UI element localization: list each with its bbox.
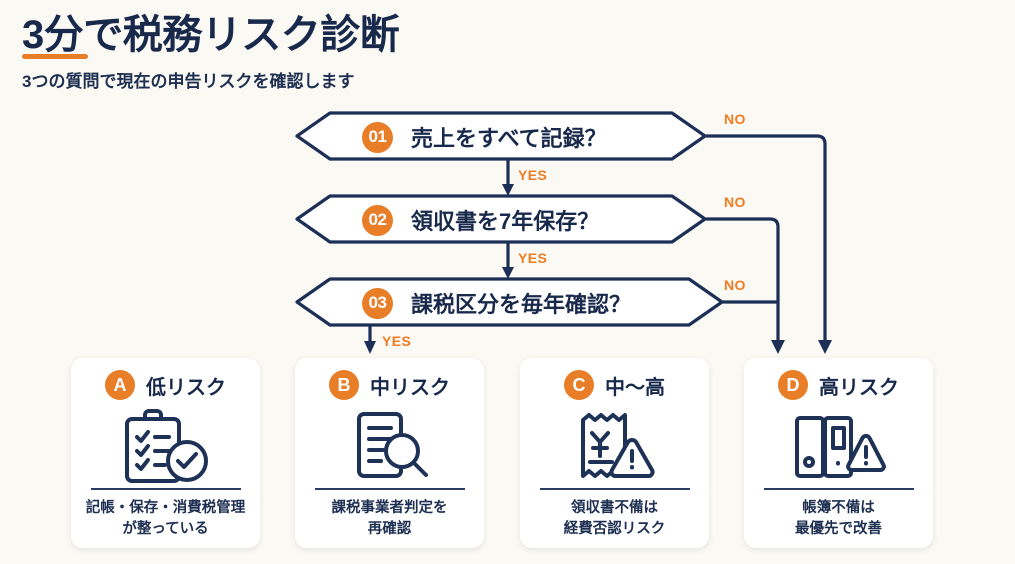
document-search-icon <box>344 406 436 484</box>
card-c-badge: C <box>564 370 594 400</box>
yes-connector-2 <box>502 243 514 279</box>
question-number-3: 03 <box>362 287 393 319</box>
card-c-divider <box>539 488 690 490</box>
card-b-divider <box>314 488 465 490</box>
question-hexagon-2 <box>295 194 707 244</box>
card-a-head: A 低リスク <box>105 370 226 400</box>
card-b-title: 中リスク <box>370 376 450 399</box>
card-a-description: 記帳・保存・消費税管理 が整っている <box>85 500 246 538</box>
question-hexagon-3 <box>295 277 724 327</box>
card-c-title: 中〜高 <box>605 376 665 399</box>
card-a-divider <box>90 488 241 490</box>
card-d-badge: D <box>778 370 808 400</box>
card-a-badge: A <box>105 370 135 400</box>
question-text-2: 領収書を7年保存？ <box>411 209 600 234</box>
card-d-description: 帳簿不備は 最優先で改善 <box>795 500 882 538</box>
question-text-1: 売上をすべて記録？ <box>411 126 607 151</box>
card-d-divider <box>763 488 914 490</box>
result-card-d[interactable]: D 高リスク 帳簿不備は 最優先で改善 <box>744 358 933 548</box>
title-underline-rule <box>22 54 88 59</box>
card-c-head: C 中〜高 <box>564 370 665 400</box>
page-subtitle: 3つの質問で現在の申告リスクを確認します <box>22 72 355 91</box>
card-c-description: 領収書不備は 経費否認リスク <box>563 500 666 538</box>
clipboard-check-icon <box>120 406 212 484</box>
question-text-3: 課税区分を毎年確認？ <box>411 292 632 317</box>
question-item-1[interactable]: 01 売上をすべて記録？ <box>362 121 607 153</box>
yes-connector-1 <box>502 160 514 196</box>
card-b-description: 課税事業者判定を 再確認 <box>331 500 448 538</box>
question-item-2[interactable]: 02 領収書を7年保存？ <box>362 204 599 236</box>
no-label-2: NO <box>724 194 746 210</box>
card-a-title: 低リスク <box>146 376 226 399</box>
card-d-title: 高リスク <box>819 376 899 399</box>
yes-label-3: YES <box>382 333 412 349</box>
card-b-badge: B <box>329 370 359 400</box>
receipt-warning-icon <box>569 406 661 484</box>
card-b-head: B 中リスク <box>329 370 450 400</box>
card-d-head: D 高リスク <box>778 370 899 400</box>
result-card-b[interactable]: B 中リスク 課税事業者判定を 再確認 <box>295 358 484 548</box>
no-connector-1 <box>706 134 832 354</box>
page-title: 3分で税務リスク診断 <box>22 13 400 57</box>
result-card-a[interactable]: A 低リスク 記帳・保存・消費税管理 が整っている <box>71 358 260 548</box>
question-number-1: 01 <box>362 121 393 153</box>
no-label-1: NO <box>724 111 746 127</box>
question-number-2: 02 <box>362 204 393 236</box>
no-connector-2 <box>706 217 785 354</box>
yes-label-1: YES <box>518 167 548 183</box>
question-hexagon-1 <box>295 111 707 161</box>
binders-warning-icon <box>790 406 888 484</box>
no-label-3: NO <box>724 277 746 293</box>
yes-label-2: YES <box>518 250 548 266</box>
result-card-c[interactable]: C 中〜高 領収書不備は 経費否認リスク <box>520 358 709 548</box>
yes-connector-3 <box>364 326 376 354</box>
question-item-3[interactable]: 03 課税区分を毎年確認？ <box>362 287 631 319</box>
